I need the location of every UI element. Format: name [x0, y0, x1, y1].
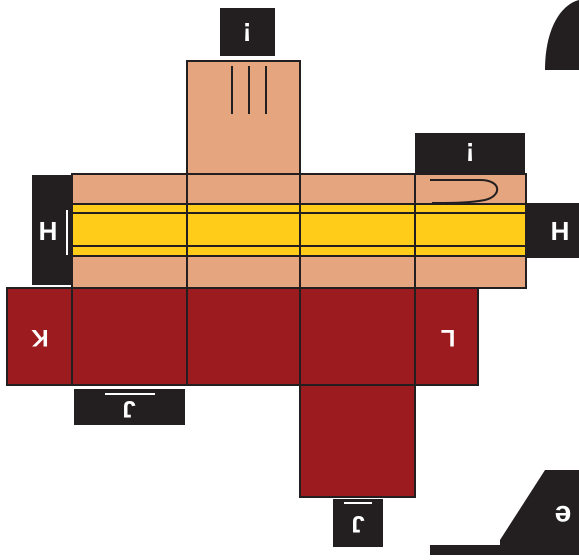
red-right-label: L	[441, 324, 456, 351]
right-top-tab-label: !	[466, 137, 475, 167]
top-right-dark-shape	[545, 0, 579, 70]
red-panel-3	[300, 288, 415, 385]
red-panel-1	[72, 288, 187, 385]
bottom-right-bar	[430, 545, 579, 555]
red-panel-2	[187, 288, 300, 385]
bottom-tab-right-label: J	[351, 510, 364, 537]
red-left-label: K	[31, 324, 49, 351]
left-tab-label: H	[39, 216, 58, 246]
red-bottom-panel	[300, 385, 415, 497]
top-tab-label: !	[243, 17, 252, 47]
right-tab-label: H	[551, 216, 570, 246]
bottom-tab-left-label: J	[122, 395, 135, 422]
corner-letter: e	[555, 499, 572, 532]
top-skin-panel	[187, 61, 300, 174]
